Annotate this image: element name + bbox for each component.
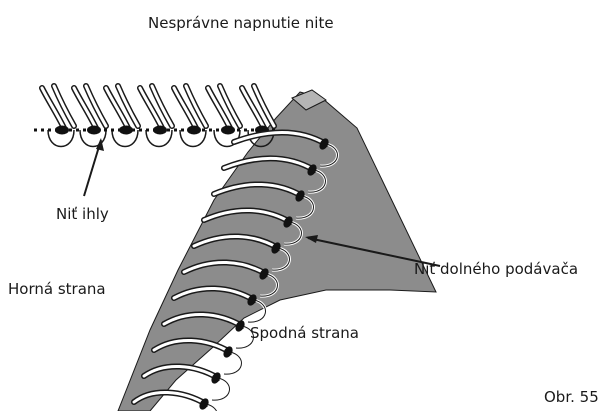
needle-thread-label: Niť ihly	[56, 205, 109, 223]
diagram-art	[34, 86, 436, 411]
needle-thread-knot	[187, 126, 201, 135]
bottom-side-label: Spodná strana	[250, 324, 359, 342]
needle-thread-knot	[119, 126, 133, 135]
needle-thread-knot	[87, 126, 101, 135]
needle-thread-knot	[221, 126, 235, 135]
figure-title: Nesprávne napnutie nite	[148, 14, 334, 32]
needle-thread-knot	[153, 126, 167, 135]
top-side-label: Horná strana	[8, 280, 106, 298]
needle-thread-knot	[55, 126, 69, 135]
figure-number: Obr. 55	[544, 388, 599, 406]
looper-thread-label: Niť dolného podávača	[414, 260, 578, 278]
